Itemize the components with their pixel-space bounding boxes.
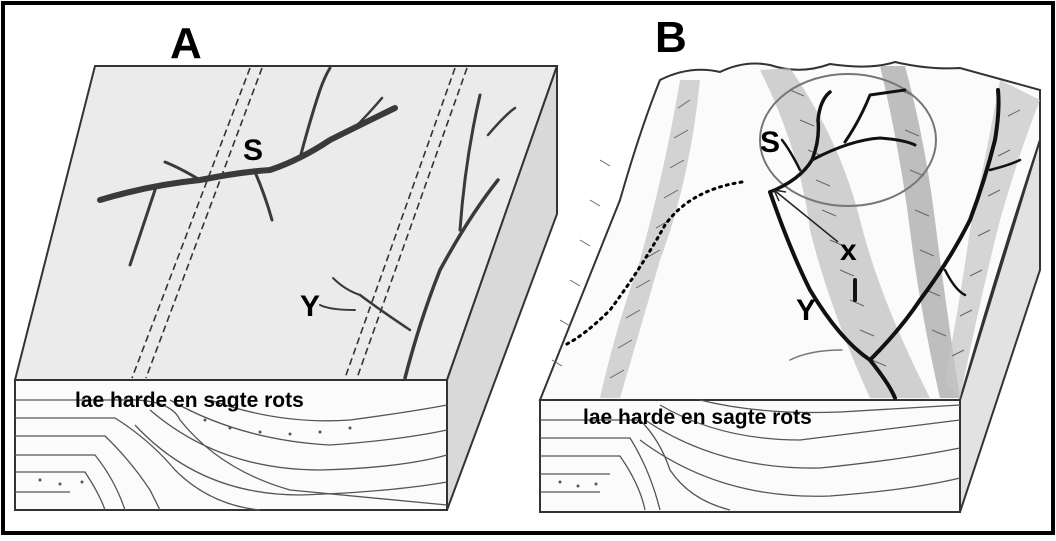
panel-b-heading: B — [655, 13, 687, 62]
panel-b-label-x: x — [840, 234, 857, 267]
panel-a-heading: A — [170, 19, 202, 68]
panel-b-label-s: S — [760, 126, 780, 159]
panel-a-label-s: S — [243, 134, 263, 167]
panel-a-label-y: Y — [300, 290, 320, 323]
panel-b-rock-label: lae harde en sagte rots — [583, 406, 812, 429]
panel-b-label-y: Y — [796, 294, 816, 327]
panel-a-rock-label: lae harde en sagte rots — [75, 389, 304, 412]
